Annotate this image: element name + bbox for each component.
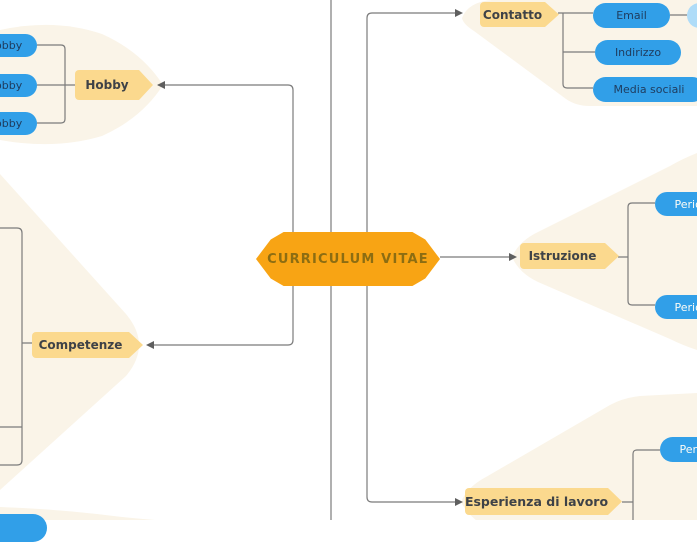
child-pill-periodo-istruzione-1[interactable]: Periodo (655, 192, 697, 216)
branch-node-competenze[interactable]: Competenze (32, 332, 143, 358)
center-node-curriculum-vitae[interactable]: CURRICULUM VITAE (256, 232, 440, 286)
connector-istruzione-trunk (618, 202, 655, 306)
child-pill-hobby-2[interactable]: Hobby (0, 74, 37, 97)
connector-contatto-trunk (558, 12, 595, 89)
arrowhead-hobby (157, 81, 165, 89)
branch-node-hobby[interactable]: Hobby (75, 70, 153, 100)
child-pill-hobby-1[interactable]: Hobby (0, 34, 37, 57)
branch-node-esperienza-di-lavoro[interactable]: Esperienza di lavoro (465, 488, 622, 515)
arrowhead-contatto (455, 9, 463, 17)
child-pill-indirizzo[interactable]: Indirizzo (595, 40, 681, 65)
branch-node-istruzione[interactable]: Istruzione (520, 243, 619, 269)
connector-hobby-competenze (148, 84, 294, 346)
child-pill-media-sociali[interactable]: Media sociali (593, 77, 697, 102)
child-pill-hobby-3[interactable]: Hobby (0, 112, 37, 135)
child-pill-bottom-left[interactable] (0, 514, 47, 542)
branch-node-contatto[interactable]: Contatto (480, 2, 559, 27)
arrowhead-esperienza (455, 498, 463, 506)
arrowhead-istruzione (509, 253, 517, 261)
connector-competenze-trunk (0, 227, 32, 466)
child-pill-periodo-esperienza[interactable]: Periodo (660, 437, 697, 462)
connector-hobby-trunk (37, 44, 77, 124)
child-pill-email-detail[interactable] (687, 3, 697, 28)
child-pill-email[interactable]: Email (593, 3, 670, 28)
arrowhead-competenze (146, 341, 154, 349)
connector-esperienza-trunk (622, 449, 660, 520)
child-pill-periodo-istruzione-2[interactable]: Periodo (655, 295, 697, 319)
